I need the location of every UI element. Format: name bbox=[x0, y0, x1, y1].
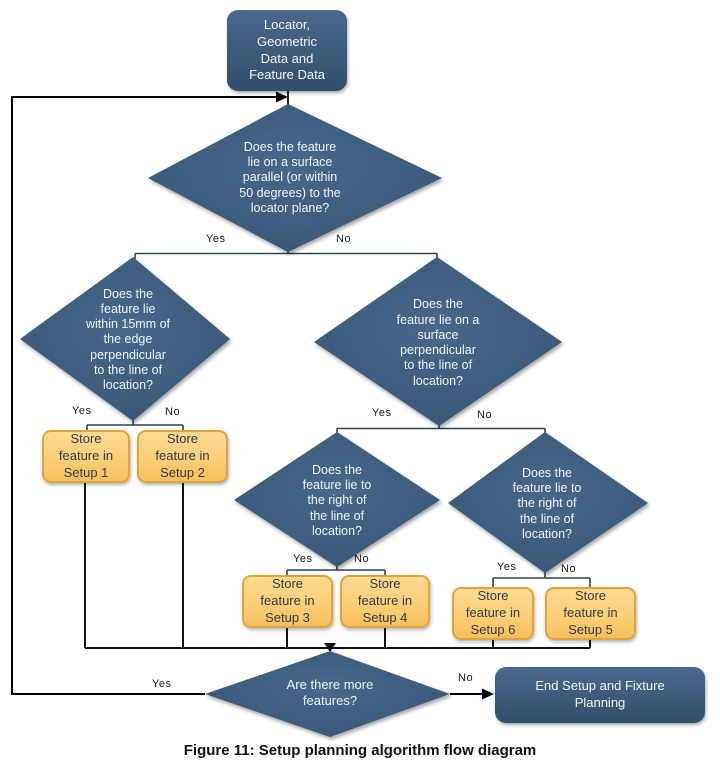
decision-d4-label: Does the feature lie to the right of the… bbox=[302, 462, 372, 538]
edge-label-d5-no: No bbox=[561, 563, 577, 575]
loop-yes-connector bbox=[11, 96, 280, 695]
store-setup-3-node: Store feature in Setup 3 bbox=[242, 575, 333, 628]
end-node-label: End Setup and Fixture Planning bbox=[535, 678, 665, 710]
decision-d2-label: Does the feature lie within 15mm of the … bbox=[85, 286, 171, 393]
decision-diamond-d3 bbox=[314, 257, 562, 426]
edge-label-more-no: No bbox=[458, 672, 474, 684]
end-arrowhead-icon bbox=[482, 688, 494, 700]
store-setup-6-node: Store feature in Setup 6 bbox=[452, 587, 534, 640]
edge-label-d1-no: No bbox=[336, 233, 352, 245]
store-setup-5-label: Store feature in Setup 5 bbox=[563, 588, 618, 637]
edge-label-d4-no: No bbox=[354, 553, 370, 565]
flowchart: Locator, Geometric Data and Feature Data… bbox=[11, 10, 705, 737]
d3-branch-connector bbox=[336, 425, 546, 434]
edge-label-d2-yes: Yes bbox=[72, 405, 92, 417]
decision-d3-label: Does the feature lie on a surface perpen… bbox=[396, 297, 480, 388]
store-setup-5-node: Store feature in Setup 5 bbox=[545, 587, 636, 640]
decision-d5-label-box: Does the feature lie to the right of the… bbox=[487, 464, 607, 544]
edge-label-d2-no: No bbox=[165, 406, 181, 418]
edge-label-d3-yes: Yes bbox=[372, 407, 392, 419]
edge-label-d3-no: No bbox=[477, 409, 493, 421]
d2-branch-connector bbox=[86, 420, 184, 431]
decision-diamond-d1 bbox=[148, 104, 442, 252]
store-setup-6-label: Store feature in Setup 6 bbox=[465, 588, 521, 637]
decision-d1-label: Does the feature lie on a surface parall… bbox=[239, 139, 341, 215]
loop-arrowhead-icon bbox=[276, 91, 288, 103]
decision-d4-label-box: Does the feature lie to the right of the… bbox=[277, 461, 397, 541]
decision-d1-label-box: Does the feature lie on a surface parall… bbox=[215, 130, 365, 226]
store-setup-1-label: Store feature in Setup 1 bbox=[58, 431, 114, 480]
end-node: End Setup and Fixture Planning bbox=[495, 667, 705, 723]
store-setup-2-node: Store feature in Setup 2 bbox=[137, 430, 228, 483]
decision-more-label: Are there more features? bbox=[286, 677, 374, 708]
store-setup-3-label: Store feature in Setup 3 bbox=[260, 576, 315, 625]
decision-d3-label-box: Does the feature lie on a surface perpen… bbox=[363, 296, 513, 390]
start-node: Locator, Geometric Data and Feature Data bbox=[227, 10, 347, 91]
d5-branch-connector bbox=[492, 572, 591, 588]
store-setup-4-label: Store feature in Setup 4 bbox=[357, 576, 413, 625]
decision-diamond-d4 bbox=[234, 432, 440, 567]
figure-caption: Figure 11: Setup planning algorithm flow… bbox=[183, 742, 537, 759]
store-setup-1-node: Store feature in Setup 1 bbox=[42, 430, 130, 483]
store-setup-4-node: Store feature in Setup 4 bbox=[340, 575, 430, 628]
decision-d5-label: Does the feature lie to the right of the… bbox=[512, 465, 582, 541]
decision-diamond-d2 bbox=[20, 257, 230, 421]
edge-label-d4-yes: Yes bbox=[293, 553, 313, 565]
edge-label-more-yes: Yes bbox=[152, 678, 172, 690]
start-node-label: Locator, Geometric Data and Feature Data bbox=[249, 17, 325, 83]
decision-d2-label-box: Does the feature lie within 15mm of the … bbox=[63, 285, 193, 395]
decision-diamond-d5 bbox=[448, 432, 648, 573]
flowchart-shapes bbox=[11, 91, 648, 737]
d4-branch-connector bbox=[286, 566, 386, 576]
store-setup-2-label: Store feature in Setup 2 bbox=[155, 431, 210, 480]
more-arrowhead-icon bbox=[324, 643, 336, 652]
edge-label-d1-yes: Yes bbox=[206, 233, 226, 245]
decision-diamond-more bbox=[205, 651, 450, 737]
collector-connector bbox=[84, 483, 591, 651]
d1-branch-connector bbox=[134, 251, 438, 259]
edge-label-d5-yes: Yes bbox=[497, 561, 517, 573]
decision-more-label-box: Are there more features? bbox=[245, 675, 415, 711]
